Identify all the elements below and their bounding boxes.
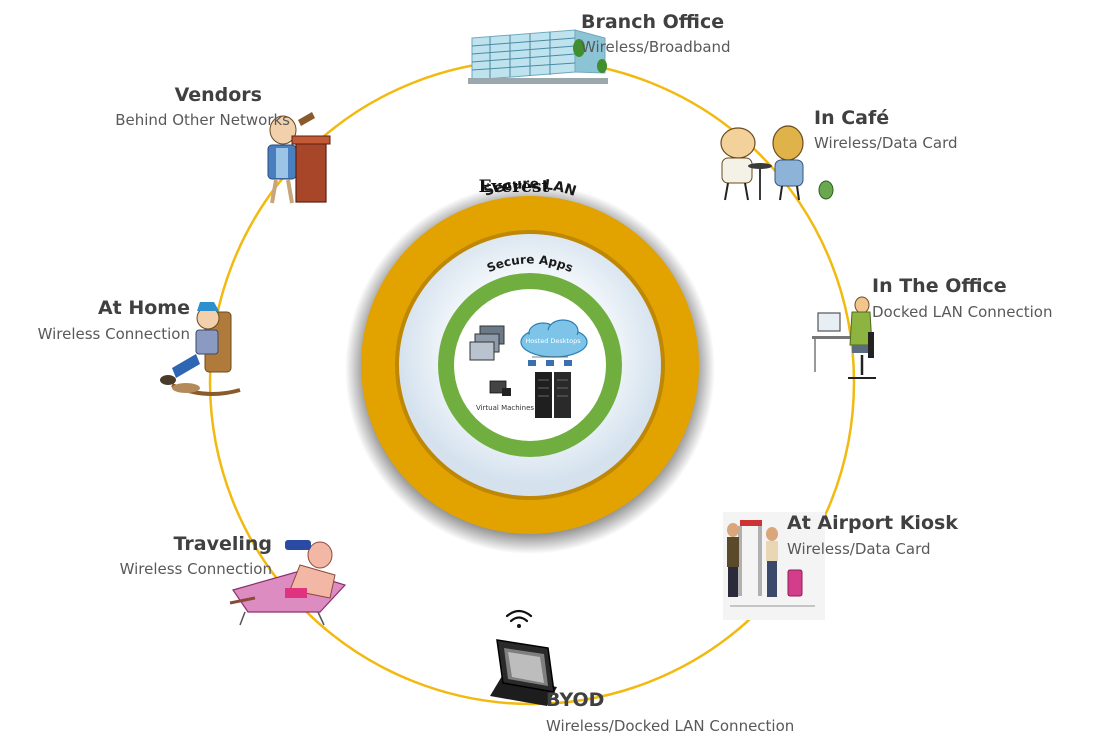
- in-the-office-subtitle: Docked LAN Connection: [872, 303, 1052, 321]
- computer-icon: [489, 380, 511, 396]
- byod-title: BYOD: [546, 689, 604, 711]
- traveling-subtitle: Wireless Connection: [120, 560, 272, 578]
- byod-subtitle: Wireless/Docked LAN Connection: [546, 717, 794, 735]
- wifi-icon: [505, 609, 533, 628]
- branch-office-title: Branch Office: [581, 11, 724, 33]
- everest-core: Secure LAN Secure Apps Everest Hosted De…: [345, 176, 715, 554]
- branch-office-subtitle: Wireless/Broadband: [581, 38, 731, 56]
- airport-kiosk-icon: [723, 512, 825, 620]
- at-home-subtitle: Wireless Connection: [38, 325, 190, 343]
- stacked-windows-icon: [469, 325, 505, 361]
- home-rocking-chair-icon: [160, 302, 241, 396]
- at-airport-kiosk-title: At Airport Kiosk: [787, 512, 958, 534]
- vendors-title: Vendors: [175, 84, 262, 106]
- office-desk-worker-icon: [812, 296, 876, 379]
- in-cafe-title: In Café: [814, 107, 889, 129]
- tablet-wifi-icon: [490, 609, 557, 706]
- vendors-subtitle: Behind Other Networks: [115, 111, 290, 129]
- traveling-title: Traveling: [174, 533, 273, 555]
- traveler-beach-icon: [229, 540, 347, 626]
- office-building-icon: [468, 29, 608, 84]
- in-cafe-subtitle: Wireless/Data Card: [814, 134, 958, 152]
- everest-title: Everest: [479, 177, 550, 197]
- at-airport-kiosk-subtitle: Wireless/Data Card: [787, 540, 931, 558]
- hosted-desktops-cloud-icon: Hosted Desktops: [520, 319, 588, 366]
- in-the-office-title: In The Office: [872, 275, 1007, 297]
- cafe-people-icon: [720, 125, 834, 201]
- server-rack-icon: [535, 372, 571, 418]
- cloud-label: Hosted Desktops: [525, 337, 581, 345]
- at-home-title: At Home: [98, 297, 190, 319]
- virtual-machines-label: Virtual Machines: [476, 404, 534, 412]
- vendor-podium-icon: [267, 112, 331, 204]
